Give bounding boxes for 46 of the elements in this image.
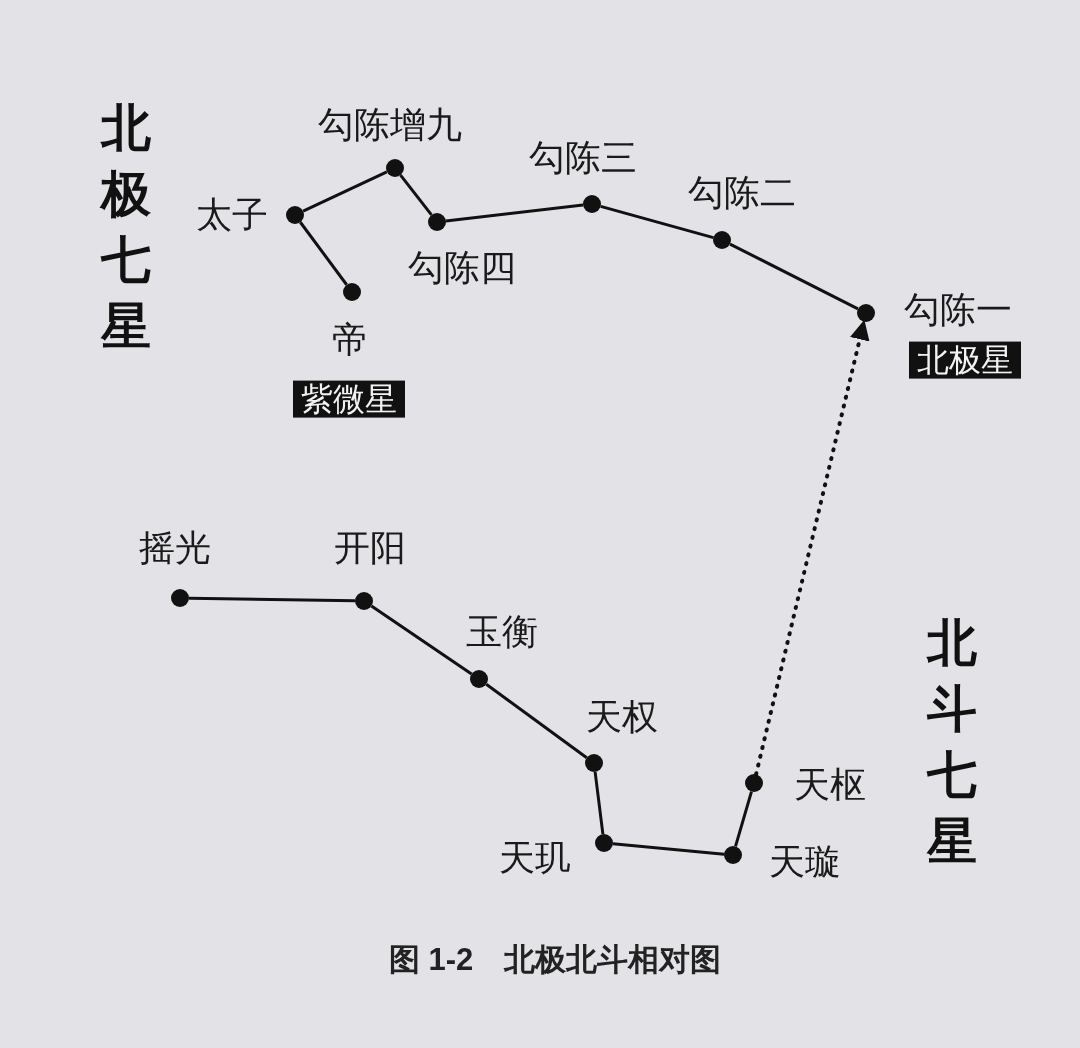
constellation-line	[445, 203, 584, 223]
star-dot	[583, 195, 601, 213]
star-dot	[745, 774, 763, 792]
constellation-line	[612, 842, 725, 856]
star-dot	[343, 283, 361, 301]
constellation-line	[399, 174, 433, 216]
constellation-title: 北斗七星	[926, 614, 978, 871]
star-name: 开阳	[334, 527, 406, 569]
star-dot	[713, 231, 731, 249]
star-dot	[857, 304, 875, 322]
star-name: 天枢	[794, 764, 866, 806]
star-name: 天权	[586, 696, 658, 738]
constellation-line	[299, 221, 348, 286]
star-name-tag: 紫微星	[293, 380, 405, 418]
star-name: 玉衡	[466, 611, 538, 653]
star-name: 勾陈四	[408, 247, 516, 289]
star-dot	[171, 589, 189, 607]
star-name: 摇光	[139, 527, 211, 569]
star-name-tag: 北极星	[909, 341, 1021, 379]
star-name: 勾陈二	[688, 172, 796, 214]
star-name: 帝	[332, 319, 368, 361]
constellation-line	[188, 596, 356, 603]
constellation-line	[600, 204, 714, 240]
constellation-line	[734, 791, 753, 847]
constellation-line	[370, 604, 473, 676]
star-dot	[286, 206, 304, 224]
star-dot	[585, 754, 603, 772]
star-dot	[595, 834, 613, 852]
star-name: 勾陈一	[904, 289, 1012, 331]
constellation-line	[302, 170, 388, 213]
star-name: 天玑	[499, 837, 571, 879]
star-dot	[386, 159, 404, 177]
star-dot	[470, 670, 488, 688]
dotted-arrow	[754, 319, 870, 777]
star-dot	[428, 213, 446, 231]
star-name: 勾陈三	[529, 137, 637, 179]
constellation-line	[729, 242, 859, 311]
constellation-line	[593, 771, 605, 835]
star-dot	[724, 846, 742, 864]
constellation-title: 北极七星	[100, 99, 152, 356]
star-name: 太子	[196, 194, 268, 236]
star-name: 勾陈增九	[318, 104, 462, 146]
figure-caption: 图 1-2 北极北斗相对图	[388, 941, 722, 979]
star-dot	[355, 592, 373, 610]
constellation-line	[485, 683, 588, 759]
star-name: 天璇	[769, 841, 841, 883]
